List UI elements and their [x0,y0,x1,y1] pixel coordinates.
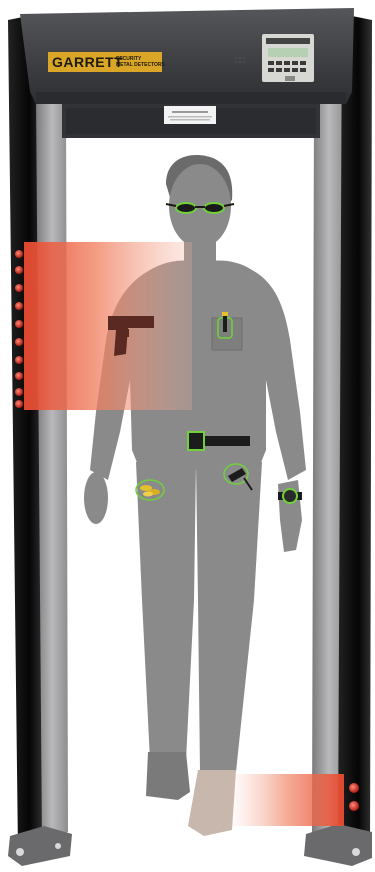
control-panel[interactable] [262,34,314,82]
right-alert-zone [228,774,344,826]
right-detector-panel [338,14,372,856]
brand-name: GARRETT [52,54,123,70]
brand-tagline: SECURITY METAL DETECTORS [116,56,165,68]
label-sticker [164,106,216,124]
left-foot [8,826,72,866]
